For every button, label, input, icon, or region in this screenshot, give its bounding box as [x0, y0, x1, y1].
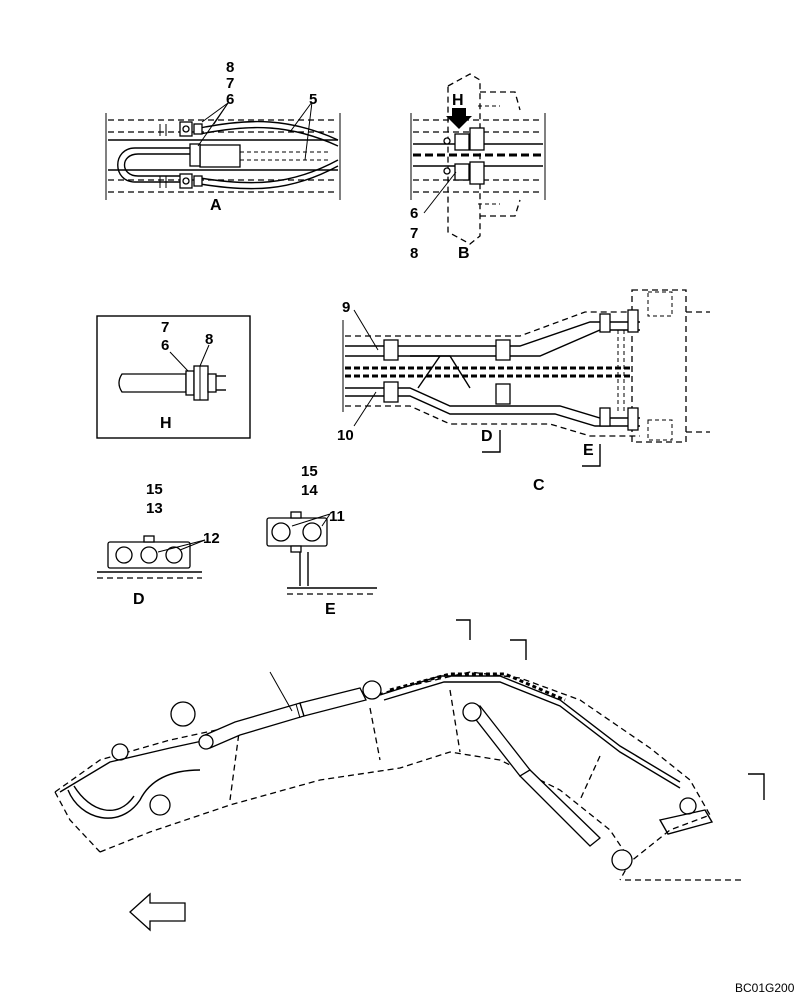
view-e: 15 14 11 E: [266, 463, 377, 618]
view-e-label: E: [325, 601, 336, 618]
view-h: 7 6 8 H: [96, 315, 251, 439]
section-mark-d: D: [481, 428, 493, 445]
view-b-arrow-h: H: [452, 92, 464, 109]
callout-7: 7: [410, 225, 418, 242]
callout-7: 7: [161, 319, 169, 336]
view-b: H 6 7 8 B: [410, 73, 546, 262]
callout-15: 15: [146, 481, 163, 498]
callout-6: 6: [410, 205, 418, 222]
callout-9: 9: [342, 299, 350, 316]
view-c: 9 10 D E C: [337, 289, 710, 494]
callout-12: 12: [203, 530, 220, 547]
callout-13: 13: [146, 500, 163, 517]
view-c-label: C: [533, 477, 545, 494]
callout-11: 11: [329, 508, 345, 525]
view-a: 8 7 6 5 A: [105, 59, 341, 214]
boom-assembly: [54, 619, 765, 881]
callout-10: 10: [337, 427, 354, 444]
section-mark-e: E: [583, 442, 594, 459]
callout-6: 6: [161, 337, 169, 354]
view-b-label: B: [458, 245, 470, 262]
callout-7: 7: [226, 75, 234, 92]
view-d: 15 13 12 D: [97, 481, 220, 608]
direction-arrow-icon: [129, 892, 186, 932]
callout-14: 14: [301, 482, 318, 499]
callout-15: 15: [301, 463, 318, 480]
view-a-label: A: [210, 197, 222, 214]
callout-8: 8: [226, 59, 234, 76]
view-h-label: H: [160, 415, 172, 432]
view-d-label: D: [133, 591, 145, 608]
drawing-code: BC01G200: [735, 981, 795, 995]
callout-8: 8: [205, 331, 213, 348]
callout-6: 6: [226, 91, 234, 108]
callout-5: 5: [309, 91, 317, 108]
callout-8: 8: [410, 245, 418, 262]
